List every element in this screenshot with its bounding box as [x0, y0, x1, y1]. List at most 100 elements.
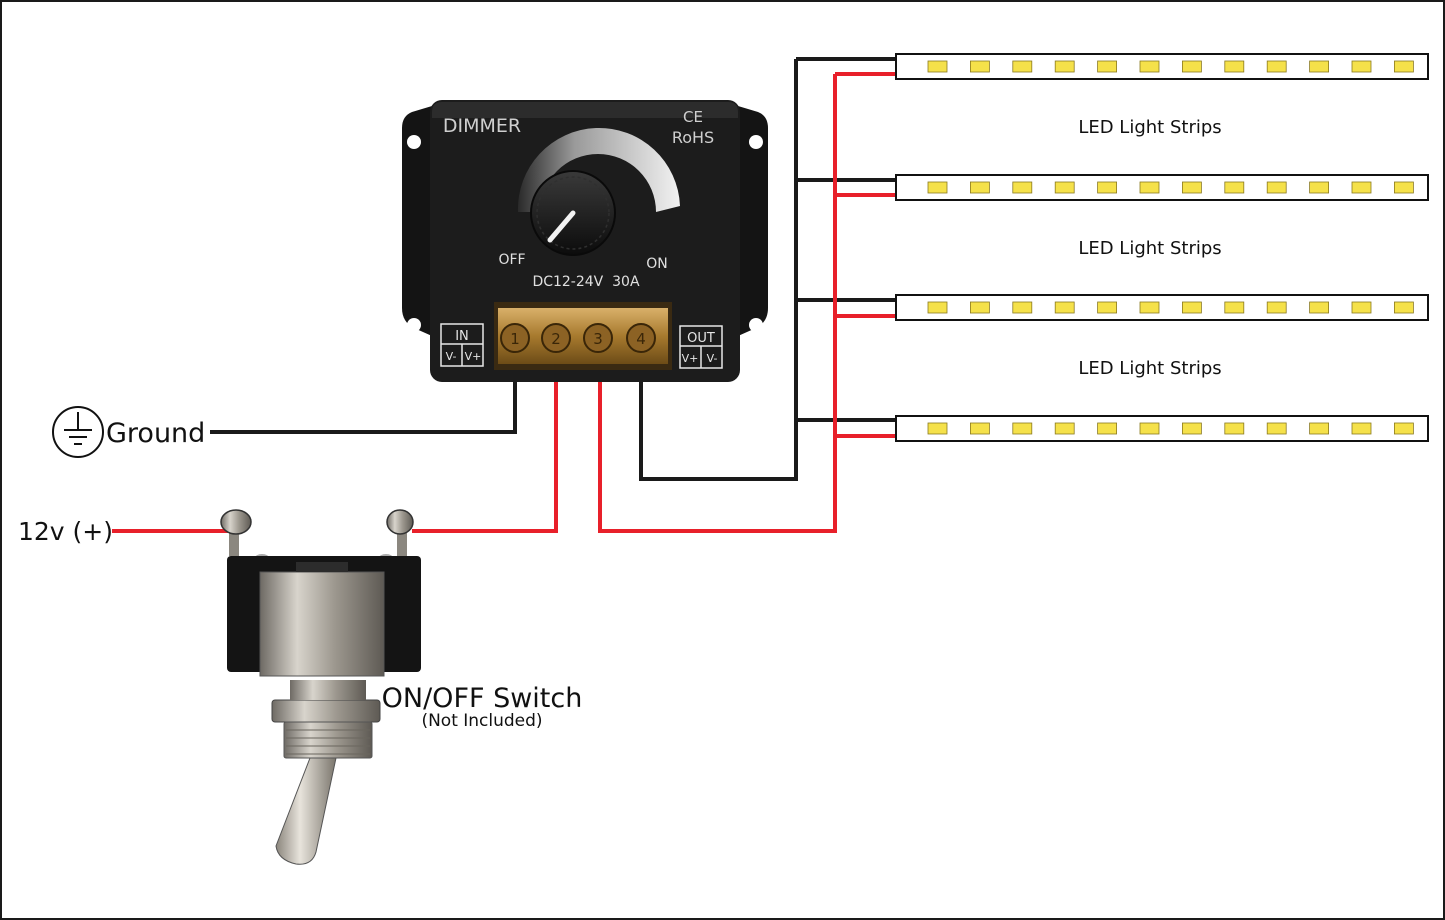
led-chip [1224, 181, 1245, 194]
out-terminal-legend: OUT V+ V- [679, 325, 723, 369]
terminal-screw [541, 323, 571, 353]
led-chip [1351, 422, 1372, 435]
led-chip [1097, 301, 1117, 314]
led-chip [1012, 60, 1033, 73]
in-left: V- [446, 350, 457, 363]
terminal-screw [583, 323, 613, 353]
led-chip [1012, 422, 1033, 435]
led-chip [927, 181, 948, 194]
out-left: V+ [682, 352, 699, 365]
ground-label: Ground [106, 418, 205, 449]
led-chip [1351, 60, 1372, 73]
led-chip [1012, 181, 1033, 194]
led-chip [1054, 60, 1075, 73]
terminal-screw [626, 323, 656, 353]
led-chip [1266, 60, 1287, 73]
right-mount-hole-top [749, 135, 763, 149]
supply-label: 12v (+) [18, 517, 113, 546]
led-chip [1394, 60, 1414, 73]
in-terminal-legend: IN V- V+ [440, 323, 484, 367]
led-chip [970, 181, 990, 194]
led-chip [1351, 301, 1372, 314]
led-chip [1394, 422, 1414, 435]
in-title: IN [455, 329, 469, 344]
led-chip [1182, 301, 1202, 314]
out-right: V- [707, 352, 718, 365]
switch-bracket [259, 571, 385, 677]
knob-ridge [536, 176, 610, 250]
led-chip [970, 60, 990, 73]
led-chip [1012, 301, 1033, 314]
led-chip [1097, 422, 1117, 435]
led-chip [1182, 60, 1202, 73]
output-positive-wire [598, 74, 837, 533]
dimmer-right-flange [738, 106, 768, 336]
led-chip [1309, 301, 1329, 314]
led-chip [1054, 422, 1075, 435]
left-mount-hole-bottom [407, 318, 421, 332]
led-chip [1224, 422, 1245, 435]
right-mount-hole-bottom [749, 318, 763, 332]
terminal-number: 3 [593, 330, 603, 348]
led-chip [1309, 422, 1329, 435]
led-chip [1394, 181, 1414, 194]
dial-arc [517, 127, 680, 212]
led-chip [1224, 301, 1245, 314]
led-chip [1139, 181, 1160, 194]
led-chip [1266, 422, 1287, 435]
led-strips [895, 53, 1429, 442]
led-chip [1224, 60, 1245, 73]
led-chip [1266, 301, 1287, 314]
led-chip [970, 301, 990, 314]
positive-wires [112, 72, 896, 533]
strip-label-3: LED Light Strips [1078, 358, 1221, 379]
terminal-screw [500, 323, 530, 353]
terminal-number: 4 [636, 330, 646, 348]
switch-lever[interactable] [275, 757, 337, 865]
led-chip [927, 422, 948, 435]
led-chip [1351, 181, 1372, 194]
led-chip [1139, 422, 1160, 435]
ground-symbol [52, 406, 104, 458]
switch-note: (Not Included) [421, 711, 542, 731]
toggle-switch[interactable] [220, 509, 421, 865]
dimmer-module: DIMMER CE RoHS OFF ON DC12-24V 30A IN V-… [402, 100, 768, 382]
negative-wires [210, 57, 896, 481]
strip-label-1: LED Light Strips [1078, 117, 1221, 138]
led-chip [1182, 422, 1202, 435]
terminal-number: 1 [510, 330, 520, 348]
switch-bushing [283, 721, 373, 759]
led-chip [1139, 60, 1160, 73]
led-chip [927, 301, 948, 314]
led-chip [1054, 301, 1075, 314]
on-label: ON [646, 256, 668, 272]
left-mount-hole-top [407, 135, 421, 149]
led-chip [970, 422, 990, 435]
led-chip [1182, 181, 1202, 194]
rohs-mark: RoHS [672, 128, 714, 147]
ce-mark: CE [683, 108, 703, 126]
knob-pointer [547, 210, 576, 243]
dimmer-left-flange [402, 106, 432, 336]
dimmer-title: DIMMER [443, 115, 521, 137]
output-negative-wire [639, 59, 798, 481]
led-chip [1309, 181, 1329, 194]
off-label: OFF [498, 252, 525, 268]
led-chip [927, 60, 948, 73]
switch-to-dimmer-wire [412, 368, 558, 533]
dimmer-top-shade [432, 102, 738, 118]
led-chip [1139, 301, 1160, 314]
led-chip [1097, 181, 1117, 194]
led-chip [1097, 60, 1117, 73]
rating-label: DC12-24V 30A [532, 274, 640, 290]
in-right: V+ [465, 350, 482, 363]
switch-title: ON/OFF Switch [382, 683, 583, 714]
strip-label-2: LED Light Strips [1078, 238, 1221, 259]
led-chip [1394, 301, 1414, 314]
switch-screw-right [386, 509, 414, 535]
led-chip [1309, 60, 1329, 73]
led-chip [1054, 181, 1075, 194]
ground-wire [210, 368, 517, 434]
